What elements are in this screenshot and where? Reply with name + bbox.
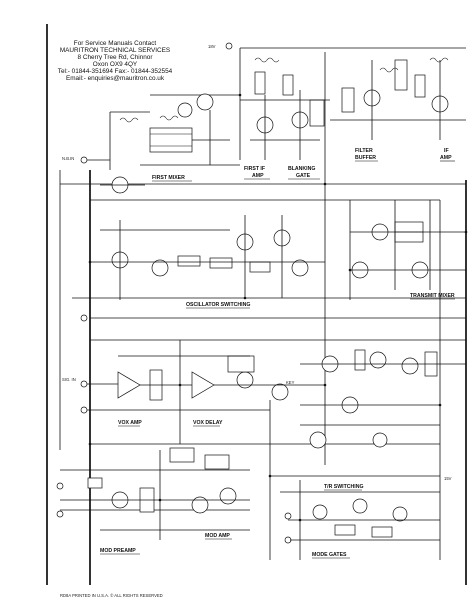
contact-line-4: Oxon OX9 4QY: [92, 61, 138, 68]
label-if-amp-1: IF: [444, 148, 449, 154]
contact-line-2: MAURITRON TECHNICAL SERVICES: [59, 47, 171, 54]
net-15v: 15V: [444, 476, 452, 481]
oscillator-switching-section: [90, 215, 325, 300]
first-if-section: [240, 57, 330, 160]
mode-gates-section: [284, 498, 440, 544]
label-oscillator-switching: OSCILLATOR SWITCHING: [186, 302, 250, 308]
label-first-mixer: FIRST MIXER: [152, 175, 185, 181]
label-blanking-gate-2: GATE: [296, 173, 311, 179]
label-vox-delay: VOX DELAY: [193, 420, 223, 426]
label-blanking-gate-1: BLANKING: [288, 166, 315, 172]
label-first-if-amp-2: AMP: [252, 173, 264, 179]
net-key: KEY: [286, 380, 295, 385]
mod-section: [60, 447, 250, 540]
label-filter-buffer-2: BUFFER: [355, 155, 376, 161]
contact-line-6: Email:- enquiries@mauritron.co.uk: [65, 75, 165, 82]
contact-line-1: For Service Manuals Contact: [73, 40, 157, 47]
label-if-amp-2: AMP: [440, 155, 452, 161]
filter-buffer-section: [330, 57, 466, 140]
label-transmit-mixer: TRANSMIT MIXER: [410, 293, 455, 299]
net-sig-in: SIG. IN: [62, 377, 76, 382]
first-mixer-section: [100, 93, 240, 194]
label-mod-preamp: MOD PREAMP: [100, 548, 136, 554]
junction-dots: [88, 93, 468, 522]
contact-line-5: Tel:- 01844-351694 Fax:- 01844-352554: [57, 68, 173, 75]
net-nb-in: N.B.IN: [62, 156, 74, 161]
bus-lines: [46, 24, 467, 585]
vox-section: [117, 340, 325, 444]
tr-switching-section: [300, 349, 466, 449]
net-18v: 18V: [208, 44, 216, 49]
label-tr-switching: T/R SWITCHING: [324, 484, 363, 490]
label-filter-buffer-1: FILTER: [355, 148, 373, 154]
label-mode-gates: MODE GATES: [312, 552, 347, 558]
footer-print-note: RD8A PRINTED IN U.S.A. © ALL RIGHTS RESE…: [60, 593, 163, 598]
label-mod-amp: MOD AMP: [205, 533, 230, 539]
label-vox-amp: VOX AMP: [118, 420, 142, 426]
transmit-mixer-section: [350, 200, 466, 290]
label-first-if-amp-1: FIRST IF: [244, 166, 265, 172]
contact-line-3: 8 Cherry Tree Rd, Chinnor: [77, 54, 153, 61]
left-input-connectors: [56, 42, 233, 518]
